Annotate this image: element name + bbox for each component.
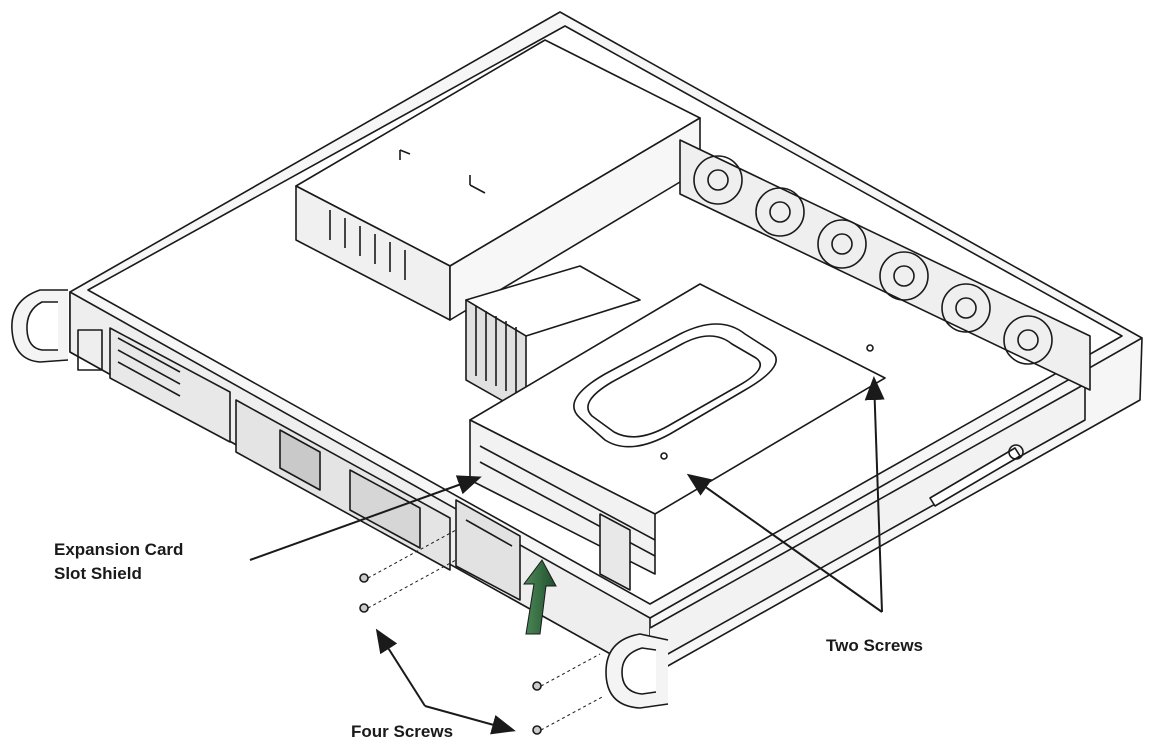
front-handle-left	[11, 289, 69, 363]
four-screws	[359, 529, 605, 735]
callout-line-four-screws-b	[424, 705, 516, 735]
callout-line-expansion	[249, 475, 482, 561]
cpu-heatsink	[465, 265, 641, 415]
cooling-fans	[679, 139, 1091, 391]
front-panel-bays	[77, 327, 451, 571]
power-supply-unit	[295, 39, 701, 321]
riser-card-bracket	[469, 283, 886, 591]
label-line-1: Expansion Card	[54, 540, 184, 559]
four-screws-label: Four Screws	[351, 722, 454, 741]
two-screws-label: Two Screws	[826, 636, 923, 655]
label-line-2: Slot Shield	[54, 564, 142, 583]
front-handle-right	[605, 633, 669, 709]
install-direction-arrow	[523, 559, 557, 635]
expansion-card-slot-shield-label: Expansion Card Slot Shield	[54, 538, 183, 586]
callout-line-four-screws-a	[375, 628, 426, 707]
callout-line-two-screws-a	[686, 473, 883, 613]
callout-line-two-screws-b	[864, 376, 885, 613]
expansion-card-slot-shield	[455, 499, 521, 601]
